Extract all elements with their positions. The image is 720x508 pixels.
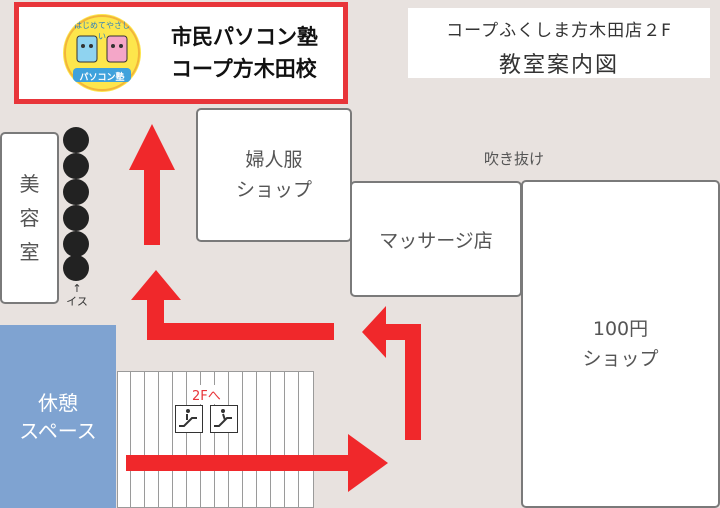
- logo-bottom-text: パソコン塾: [79, 73, 125, 83]
- massage-shop: マッサージ店: [350, 181, 522, 297]
- store-location: コープふくしま方木田店２F: [446, 21, 672, 41]
- info-box: コープふくしま方木田店２F 教室案内図: [408, 8, 710, 78]
- school-name-line2: コープ方木田校: [171, 57, 317, 81]
- chairs-label: ↑ イス: [66, 282, 88, 308]
- stairs-label: 2Fへ: [190, 385, 223, 404]
- school-name-line1: 市民パソコン塾: [171, 25, 318, 49]
- chair: [63, 205, 89, 231]
- chair: [63, 255, 89, 281]
- pasokon-juku-logo: はじめてやさしい パソコン塾: [63, 14, 141, 92]
- chair: [63, 179, 89, 205]
- atrium-label: 吹き抜け: [484, 150, 545, 168]
- escalator-up-icon: [210, 405, 238, 433]
- logo-banner-text: はじめてやさしい: [74, 21, 130, 41]
- beauty-salon: 美 容 室: [0, 132, 59, 304]
- map-title: 教室案内図: [498, 53, 619, 78]
- escalator-down-icon: [175, 405, 203, 433]
- school-name: 市民パソコン塾 コープ方木田校: [171, 21, 318, 85]
- rest-space: 休憩 スペース: [0, 325, 116, 508]
- chair: [63, 153, 89, 179]
- womens-clothing-shop: 婦人服 ショップ: [196, 108, 352, 242]
- chair: [63, 231, 89, 257]
- school-sign: はじめてやさしい パソコン塾 市民パソコン塾 コープ方木田校: [14, 2, 348, 104]
- hundred-yen-shop: 100円 ショップ: [521, 180, 720, 508]
- chair: [63, 127, 89, 153]
- arrow-turn-up: [362, 306, 421, 440]
- arrow-up-to-school: [129, 124, 175, 245]
- arrow-turn-left: [131, 270, 334, 340]
